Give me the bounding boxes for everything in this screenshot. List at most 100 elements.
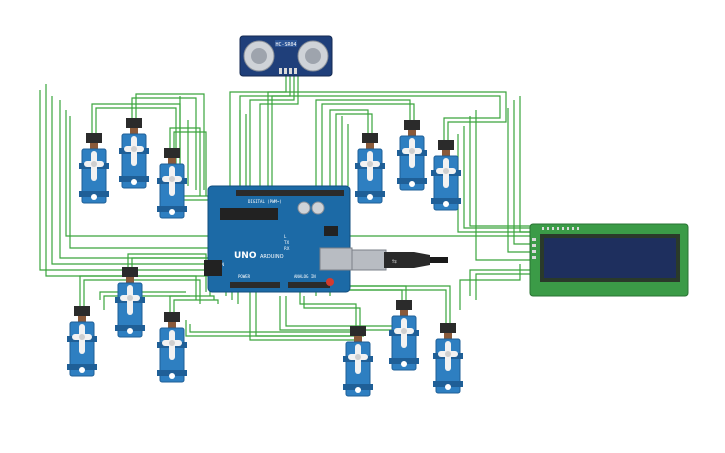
servo-connector xyxy=(86,133,102,143)
servo-shaft xyxy=(131,146,137,152)
wire-14 xyxy=(321,103,415,190)
servo-connector xyxy=(126,118,142,128)
wire-39 xyxy=(463,126,534,229)
servo-wires xyxy=(90,143,98,149)
wire-22 xyxy=(173,299,219,312)
servo-shaft xyxy=(367,161,373,167)
rx-label: RX xyxy=(284,246,290,251)
servo-wires xyxy=(168,158,176,164)
wire-37 xyxy=(507,108,534,253)
reset-button[interactable] xyxy=(326,278,334,286)
sensor-transducer-left-core xyxy=(251,48,267,64)
tx-label: TX xyxy=(283,240,289,245)
servo-connector xyxy=(438,140,454,150)
servo-shaft xyxy=(445,351,451,357)
servo-10[interactable] xyxy=(343,326,373,397)
servo-screw xyxy=(367,194,373,200)
servo-group xyxy=(67,118,463,397)
servo-wires xyxy=(168,322,176,328)
servo-screw xyxy=(169,209,175,215)
wire-24 xyxy=(303,296,361,326)
wire-51 xyxy=(475,273,534,300)
servo-1[interactable] xyxy=(79,133,109,204)
servo-connector xyxy=(396,300,412,310)
servo-shaft xyxy=(169,176,175,182)
servo-screw xyxy=(91,194,97,200)
servo-9[interactable] xyxy=(157,312,187,383)
servo-screw xyxy=(169,373,175,379)
wire-52 xyxy=(459,264,521,310)
usb-chip xyxy=(324,226,338,236)
servo-wires xyxy=(78,316,86,322)
servo-4[interactable] xyxy=(355,133,385,204)
servo-screw xyxy=(127,328,133,334)
lcd-display-16x2[interactable] xyxy=(529,223,689,297)
lcd-header-pins xyxy=(542,227,579,230)
wire-2 xyxy=(239,76,291,190)
wire-36 xyxy=(513,100,534,245)
servo-shaft xyxy=(401,328,407,334)
wire-47 xyxy=(255,290,364,337)
wire-23 xyxy=(299,292,357,326)
servo-8[interactable] xyxy=(115,267,145,338)
wire-12 xyxy=(335,113,373,190)
servo-connector xyxy=(164,148,180,158)
servo-wires xyxy=(408,130,416,136)
servo-screw xyxy=(409,181,415,187)
servo-11[interactable] xyxy=(389,300,419,371)
servo-connector xyxy=(362,133,378,143)
servo-wires xyxy=(126,277,134,283)
wire-9 xyxy=(169,127,201,196)
servo-shaft xyxy=(169,340,175,346)
wire-46 xyxy=(249,290,360,341)
servo-5[interactable] xyxy=(397,120,427,191)
servo-6[interactable] xyxy=(431,140,461,211)
sensor-pins xyxy=(279,68,297,74)
servo-2[interactable] xyxy=(119,118,149,189)
servo-12[interactable] xyxy=(433,323,463,394)
usb-symbol-icon: ⇆ xyxy=(392,258,397,265)
servo-screw xyxy=(443,201,449,207)
wire-16 xyxy=(267,91,507,190)
wire-15 xyxy=(271,95,501,190)
usb-cable: ⇆ xyxy=(351,249,448,271)
servo-wires xyxy=(442,150,450,156)
servo-screw xyxy=(401,361,407,367)
wire-27 xyxy=(325,289,447,323)
servo-connector xyxy=(164,312,180,322)
arduino-uno-board[interactable]: DIGITAL (PWM~) UNO ARDUINO ON TX RX L PO… xyxy=(204,185,353,293)
servo-shaft xyxy=(409,148,415,154)
digital-label: DIGITAL (PWM~) xyxy=(248,199,282,204)
ultrasonic-sensor[interactable]: HC-SR04 xyxy=(239,35,333,77)
servo-screw xyxy=(355,387,361,393)
servo-shaft xyxy=(91,161,97,167)
wire-43 xyxy=(189,324,354,333)
power-jack xyxy=(204,260,222,276)
wire-1 xyxy=(229,76,287,190)
servo-3[interactable] xyxy=(157,148,187,219)
uno-label: UNO xyxy=(234,251,257,261)
wire-35 xyxy=(519,96,534,233)
wire-13 xyxy=(315,99,411,190)
wire-38 xyxy=(469,116,534,227)
wire-6 xyxy=(95,107,214,201)
servo-connector xyxy=(74,306,90,316)
sensor-label: HC-SR04 xyxy=(275,42,296,48)
wire-4 xyxy=(259,76,299,190)
wire-10 xyxy=(173,131,207,196)
servo-wires xyxy=(366,143,374,149)
wire-7 xyxy=(131,97,197,190)
servo-connector xyxy=(122,267,138,277)
arduino-brand: ARDUINO xyxy=(260,254,284,260)
servo-wires xyxy=(400,310,408,316)
servo-connector xyxy=(350,326,366,336)
servo-7[interactable] xyxy=(67,306,97,377)
wire-45 xyxy=(103,295,190,310)
capacitor-1 xyxy=(297,201,311,215)
power-label: POWER xyxy=(238,274,251,279)
wire-44 xyxy=(99,291,186,300)
servo-wires xyxy=(354,336,362,342)
wire-41 xyxy=(475,110,534,261)
atmega-chip xyxy=(220,208,278,220)
